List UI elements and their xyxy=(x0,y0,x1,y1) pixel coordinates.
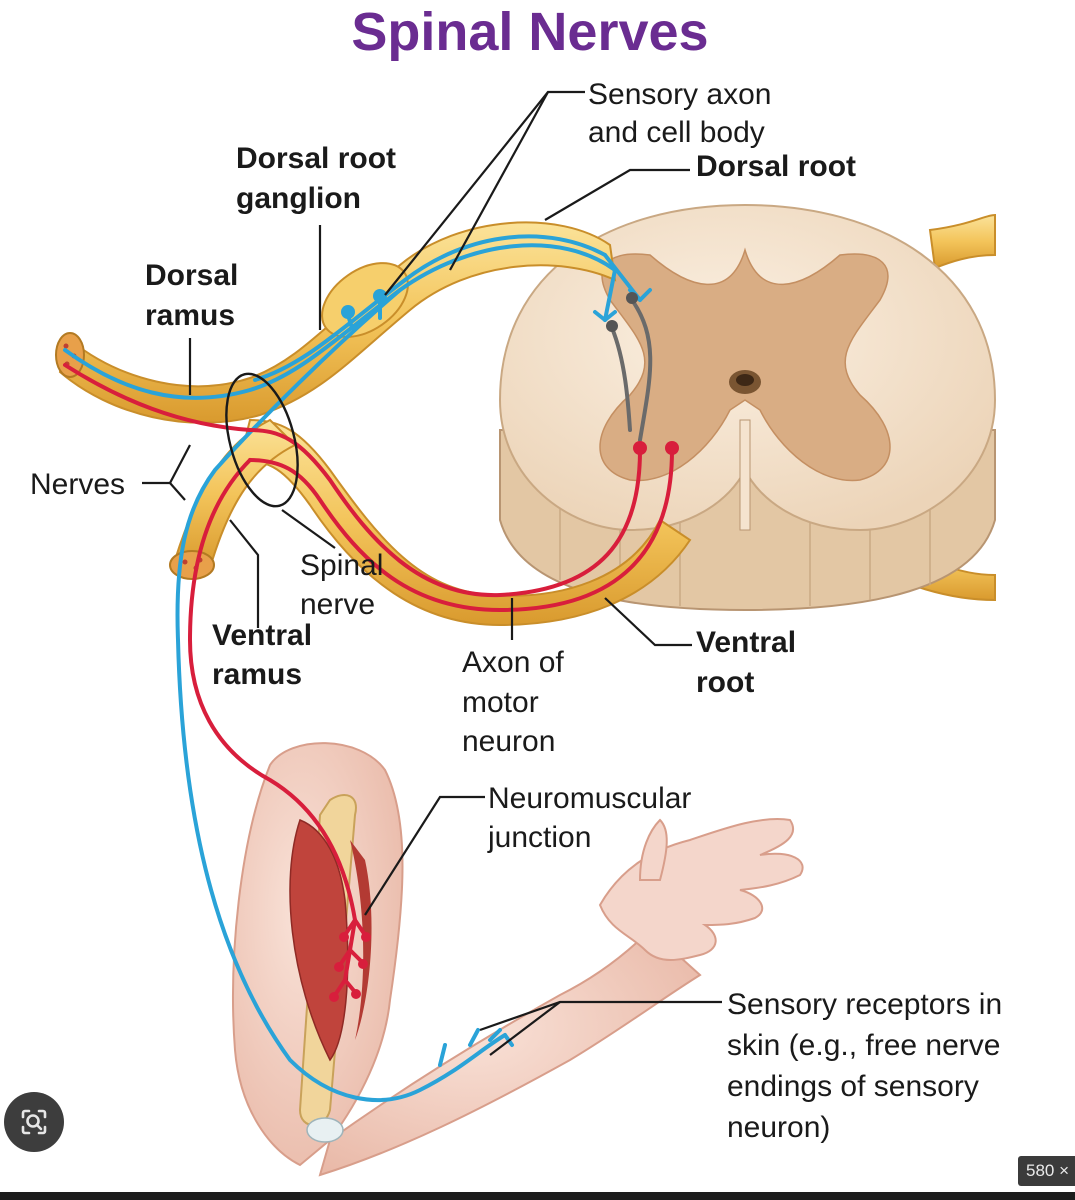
label-receptors-2: skin (e.g., free nerve xyxy=(727,1029,1000,1062)
image-search-button[interactable] xyxy=(4,1092,64,1152)
leader-lines xyxy=(142,90,722,1056)
hand xyxy=(598,818,804,961)
label-nmj-1: Neuromuscular xyxy=(488,782,691,815)
ventral-ramus xyxy=(173,418,297,570)
label-nmj-2: junction xyxy=(487,821,591,854)
sensory-neuron xyxy=(63,234,652,1102)
label-ventral-root-1: Ventral xyxy=(696,626,796,659)
image-size-badge: 580 × xyxy=(1017,1156,1075,1186)
spinal-cord xyxy=(498,203,997,612)
label-receptors-4: neuron) xyxy=(727,1111,830,1144)
right-dorsal-root xyxy=(928,213,996,270)
diagram-title: Spinal Nerves xyxy=(351,2,708,62)
ventral-ramus-cut-end xyxy=(169,550,215,580)
label-ventral-ramus-2: ramus xyxy=(212,658,302,691)
label-dorsal-ramus-1: Dorsal xyxy=(145,259,238,292)
label-drg-2: ganglion xyxy=(236,182,361,215)
label-sensory-axon-1: Sensory axon xyxy=(588,78,771,111)
label-sensory-axon-2: and cell body xyxy=(588,116,765,149)
motor-neuron xyxy=(63,363,674,997)
thumb xyxy=(638,818,668,881)
label-receptors-1: Sensory receptors in xyxy=(727,988,1002,1021)
labels: Sensory axon and cell body Dorsal root D… xyxy=(30,78,1002,1144)
bottom-bar xyxy=(0,1192,1075,1200)
label-dorsal-ramus-2: ramus xyxy=(145,299,235,332)
label-axon-motor-1: Axon of xyxy=(462,646,564,679)
sensory-cell-body xyxy=(373,289,387,303)
spinal-nerve-ring xyxy=(225,372,299,508)
label-axon-motor-3: neuron xyxy=(462,725,555,758)
label-nerves: Nerves xyxy=(30,468,125,501)
label-ventral-ramus-1: Ventral xyxy=(212,619,312,652)
anterior-median-fissure xyxy=(739,419,751,531)
label-receptors-3: endings of sensory xyxy=(727,1070,979,1103)
label-ventral-root-2: root xyxy=(696,666,754,699)
image-search-icon xyxy=(21,1109,47,1135)
label-spinal-nerve-2: nerve xyxy=(300,588,375,621)
interneurons xyxy=(610,298,653,442)
label-axon-motor-2: motor xyxy=(462,686,539,719)
label-dorsal-root: Dorsal root xyxy=(696,150,856,183)
label-spinal-nerve-1: Spinal xyxy=(300,549,383,582)
label-drg-1: Dorsal root xyxy=(236,142,396,175)
forearm-skin xyxy=(318,928,702,1177)
